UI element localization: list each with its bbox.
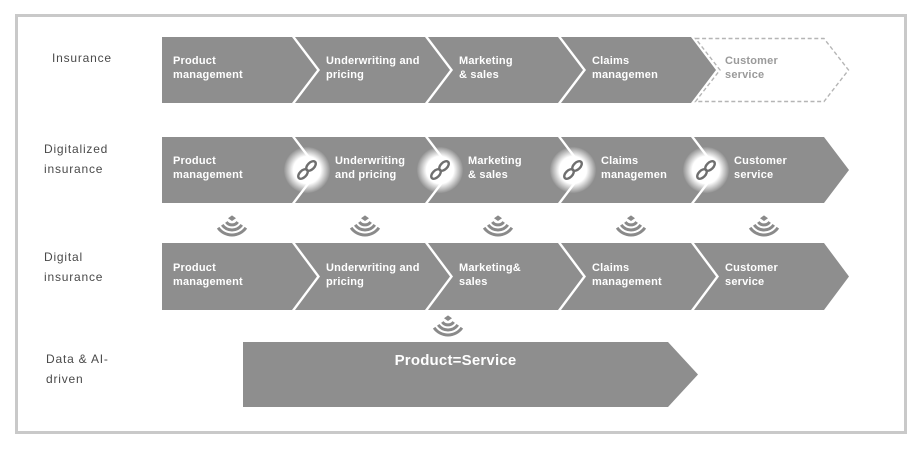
chevron-label: Product management bbox=[173, 261, 243, 288]
link-connector bbox=[550, 147, 596, 193]
chevron-label: Claims managemen bbox=[592, 55, 658, 81]
product-equals-service-arrow: Product=Service bbox=[243, 342, 698, 407]
chevron-label: Customer service bbox=[725, 55, 778, 81]
chevron-label: Marketing & sales bbox=[468, 155, 522, 181]
chevron-underwriting-pricing: Underwriting and pricing bbox=[295, 37, 450, 103]
row-label-digital-insurance: Digital insurance bbox=[44, 250, 104, 284]
chain-link-icon bbox=[297, 160, 317, 180]
chevron-product-management: Product management bbox=[162, 243, 317, 310]
wireless-signal-icon bbox=[482, 215, 514, 237]
chevron-label: Customer service bbox=[725, 261, 778, 288]
chevron-product-management: Product management bbox=[162, 37, 317, 103]
chevron-marketing-sales: Marketing & sales bbox=[428, 37, 583, 103]
wireless-signal-icon bbox=[349, 215, 381, 237]
wireless-signal-icon bbox=[216, 215, 248, 237]
chevron-customer-service: Customer service bbox=[694, 243, 849, 310]
wireless-signal-icon bbox=[748, 215, 780, 237]
wireless-signal-icon bbox=[432, 315, 464, 337]
chevron-label: Marketing& sales bbox=[459, 261, 521, 288]
chevron-marketing-sales: Marketing& sales bbox=[428, 243, 583, 310]
chevron-customer-service-dashed: Customer service bbox=[694, 37, 852, 103]
chain-link-icon bbox=[563, 160, 583, 180]
chain-link-icon bbox=[696, 160, 716, 180]
chevron-claims-management: Claims managemen bbox=[561, 37, 716, 103]
row-label-digitalized-insurance: Digitalized insurance bbox=[44, 142, 109, 176]
diagram-frame bbox=[15, 14, 907, 434]
value-chain-digital-insurance: Product management Underwriting and pric… bbox=[162, 243, 862, 310]
chevron-label: Customer service bbox=[734, 155, 787, 181]
wireless-signal-icon bbox=[615, 215, 647, 237]
chevron-label: Underwriting and pricing bbox=[335, 155, 406, 181]
chevron-underwriting-pricing: Underwriting and pricing bbox=[295, 243, 450, 310]
row-label-insurance: Insurance bbox=[52, 51, 112, 65]
chevron-label: Underwriting and pricing bbox=[326, 261, 420, 288]
row-label-data-ai-driven: Data & AI- driven bbox=[46, 352, 109, 386]
chevron-label: Product management bbox=[173, 155, 243, 181]
chevron-claims-management: Claims management bbox=[561, 243, 716, 310]
chevron-label: Claims management bbox=[592, 261, 662, 288]
chevron-label: Underwriting and pricing bbox=[326, 55, 420, 81]
chevron-label: Marketing & sales bbox=[459, 55, 513, 81]
link-connector bbox=[683, 147, 729, 193]
dashed-chevron-outline-icon bbox=[694, 37, 850, 103]
value-chain-insurance: Product management Underwriting and pric… bbox=[162, 37, 862, 103]
link-connector bbox=[417, 147, 463, 193]
chevron-underwriting-pricing: Underwriting and pricing bbox=[295, 137, 450, 203]
chevron-label: Claims managemen bbox=[601, 155, 667, 181]
value-chain-digitalized-insurance: Product management Underwriting and pric… bbox=[162, 137, 862, 203]
link-connector bbox=[284, 147, 330, 193]
chain-link-icon bbox=[430, 160, 450, 180]
arrow-label: Product=Service bbox=[394, 352, 517, 369]
chevron-label: Product management bbox=[173, 55, 243, 81]
